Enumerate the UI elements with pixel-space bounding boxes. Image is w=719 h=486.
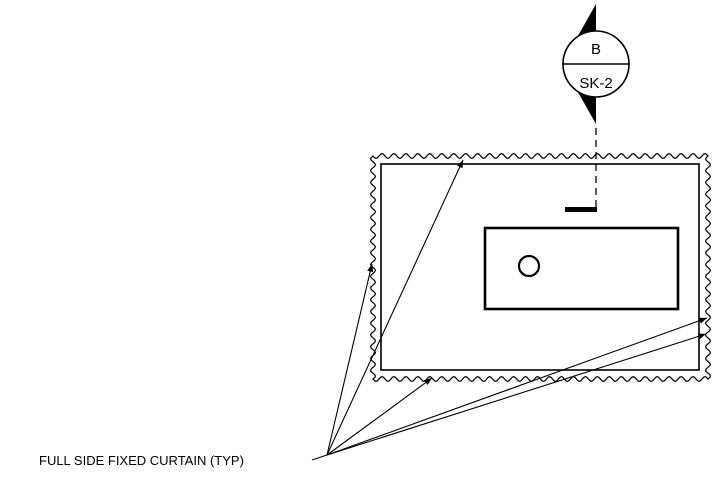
callout-leaders (311, 159, 708, 461)
curtain-outline (369, 152, 712, 383)
platform-rectangle (483, 226, 680, 311)
curtain-callout-text: FULL SIDE FIXED CURTAIN (TYP) (39, 453, 244, 468)
leader-line (326, 333, 707, 456)
leader-line (326, 263, 374, 456)
leader-line (326, 159, 464, 456)
room-rectangle (380, 163, 700, 371)
section-view-label: B (591, 41, 601, 58)
callout-tail (311, 454, 328, 461)
leader-line (326, 377, 433, 456)
section-marker: B SK-2 (562, 4, 630, 124)
section-cut-tick (565, 207, 597, 212)
hatched-circle-symbol (517, 254, 541, 278)
section-sheet-label: SK-2 (579, 75, 612, 92)
leader-line (326, 317, 708, 456)
